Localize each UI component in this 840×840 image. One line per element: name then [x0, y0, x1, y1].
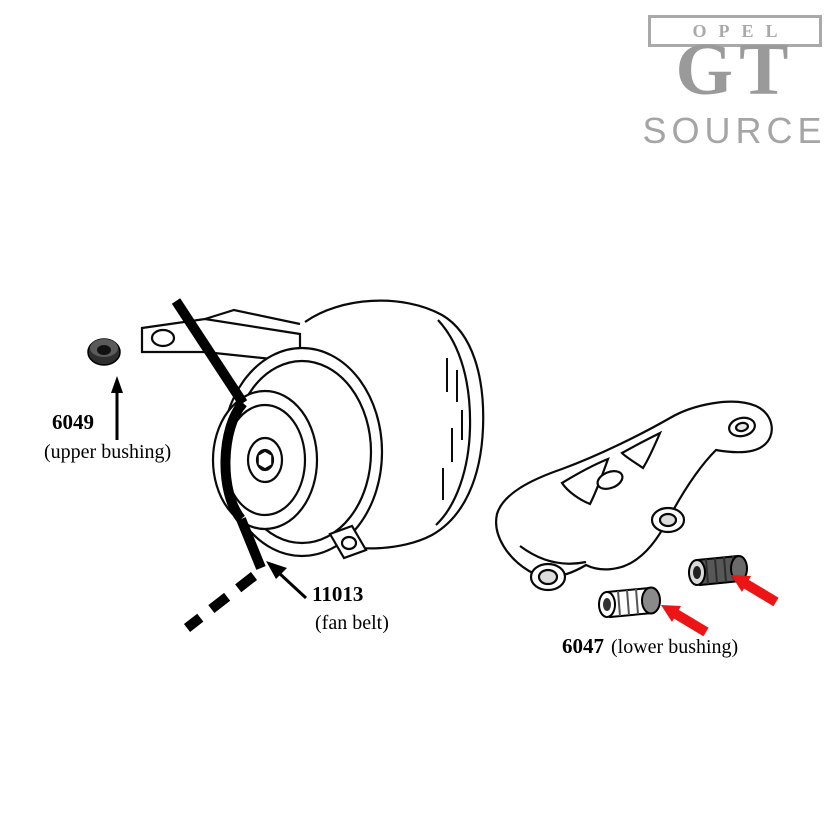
fan-belt-caption: (fan belt): [315, 612, 389, 634]
opel-logo-box: OPEL: [648, 15, 822, 47]
bracket-drawing: [495, 400, 773, 592]
lower-bushing-caption: (lower bushing): [611, 636, 739, 658]
fan-belt-arrow: [266, 561, 308, 600]
fan-belt-number: 11013: [312, 582, 364, 606]
alternator-drawing: [140, 299, 485, 560]
upper-bushing-caption: (upper bushing): [44, 441, 172, 463]
fan-belt-drawing: [171, 298, 266, 632]
source-logo-text: SOURCE: [642, 110, 827, 151]
gt-logo-text: GT: [675, 29, 795, 111]
lower-bushing-number: 6047: [562, 634, 604, 658]
upper-bushing-number: 6049: [52, 410, 94, 434]
lower-bushing-red-arrows: [661, 575, 779, 637]
upper-bushing-nut-drawing: [87, 338, 121, 366]
lower-bushing-label: 6047 (lower bushing): [562, 634, 738, 659]
upper-bushing-arrow: [111, 376, 123, 440]
